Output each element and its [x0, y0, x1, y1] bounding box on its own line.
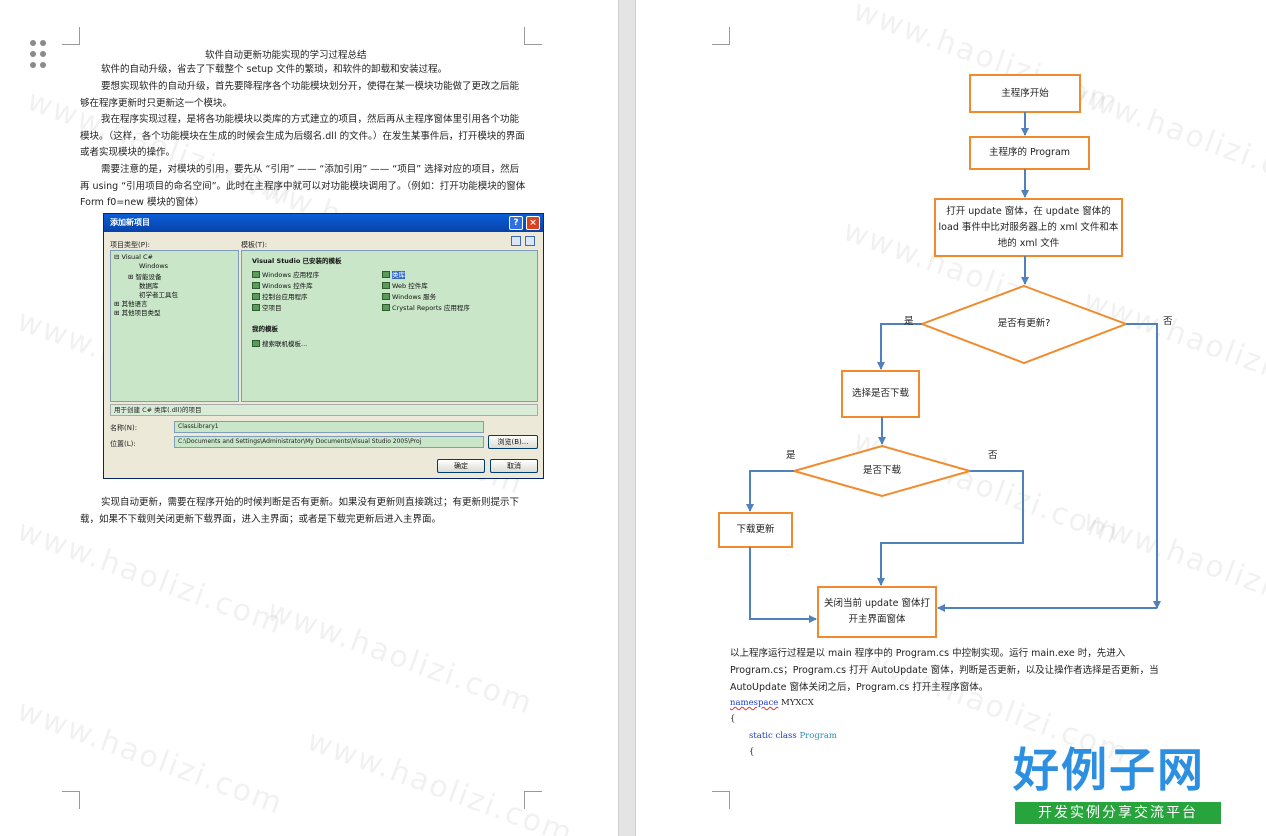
drag-handle-icon[interactable] — [30, 40, 48, 70]
name-label: 名称(N): — [110, 424, 138, 432]
crop-mark — [712, 791, 730, 809]
template-item[interactable]: Web 控件库 — [382, 280, 428, 290]
location-label: 位置(L): — [110, 440, 136, 448]
edge-label-no: 否 — [1163, 316, 1173, 327]
node-close-update-label: 关闭当前 update 窗体打开主界面窗体 — [823, 598, 930, 625]
node-is-download — [790, 444, 974, 498]
node-open-update — [934, 198, 1123, 257]
crop-mark — [524, 27, 542, 45]
installed-templates-header: Visual Studio 已安装的模板 — [252, 257, 342, 265]
node-start-label: 主程序开始 — [1001, 87, 1049, 99]
close-button[interactable]: × — [526, 216, 540, 230]
logo-text: 好例子网 — [1013, 743, 1205, 797]
templates-label: 模板(T): — [241, 241, 268, 249]
crop-mark — [62, 791, 80, 809]
code-line: static class Program — [749, 731, 837, 741]
template-item[interactable]: Windows 应用程序 — [252, 269, 319, 279]
code-keyword: namespace — [730, 698, 779, 708]
edge-no-close — [877, 470, 1024, 586]
edge-yes-download — [746, 470, 794, 512]
node-has-update — [919, 284, 1129, 365]
code-keyword: class — [775, 731, 797, 741]
list-view-icon[interactable] — [525, 236, 535, 246]
my-templates-header: 我的模板 — [252, 325, 278, 333]
help-button[interactable]: ? — [509, 216, 523, 230]
name-input[interactable]: ClassLibrary1 — [174, 421, 484, 433]
right-page: www.haolizi.com www.haolizi.com www.haol… — [636, 0, 1266, 836]
template-item-selected[interactable]: 类库 — [382, 269, 405, 279]
site-logo[interactable]: 好例子网 开发实例分享交流平台 — [1013, 742, 1223, 828]
watermark: www.haolizi.com — [12, 513, 289, 642]
template-item[interactable]: Crystal Reports 应用程序 — [382, 302, 470, 312]
paragraph: 以上程序运行过程是以 main 程序中的 Program.cs 中控制实现。运行… — [730, 648, 1159, 693]
paragraph: 软件的自动升级，省去了下载整个 setup 文件的繁琐，和软件的卸载和安装过程。 — [101, 64, 448, 75]
code-class-name: Program — [799, 731, 837, 741]
code-identifier: MYXCX — [781, 698, 814, 708]
paragraph: 我在程序实现过程，是将各功能模块以类库的方式建立的项目，然后再从主程序窗体里引用… — [80, 114, 525, 158]
cancel-button[interactable]: 取消 — [490, 459, 538, 473]
edge-yes-choose — [877, 323, 922, 370]
large-icons-view-icon[interactable] — [511, 236, 521, 246]
tree-item[interactable]: ⊞ 其他项目类型 — [114, 309, 161, 317]
edge-label-no: 否 — [988, 450, 998, 461]
watermark: www.haolizi.com — [302, 723, 579, 836]
node-is-download-label: 是否下载 — [862, 465, 901, 476]
dialog-titlebar: 添加新项目 ? × — [104, 214, 543, 232]
node-program-label: 主程序的 Program — [988, 147, 1071, 158]
node-choose-download-label: 选择是否下载 — [851, 388, 909, 399]
node-open-update-label: 打开 update 窗体，在 update 窗体的load 事件中比对服务器上的… — [938, 205, 1119, 249]
paragraph: 实现自动更新，需要在程序开始的时候判断是否有更新。如果没有更新则直接跳过；有更新… — [80, 497, 520, 525]
edge-download-close — [749, 547, 817, 623]
edge-label-yes: 是 — [904, 316, 914, 327]
tree-item[interactable]: Windows — [139, 262, 169, 270]
edge-no-right — [1126, 323, 1161, 609]
tree-item[interactable]: ⊞ 其他语言 — [114, 300, 148, 308]
document-title: 软件自动更新功能实现的学习过程总结 — [205, 50, 367, 61]
location-input[interactable]: C:\Documents and Settings\Administrator\… — [174, 436, 484, 448]
code-line: { — [749, 747, 755, 757]
tree-item[interactable]: ⊞ 智能设备 — [128, 273, 162, 281]
tree-item[interactable]: 初学者工具包 — [139, 291, 178, 299]
node-download-update — [718, 512, 793, 548]
code-line: { — [730, 714, 736, 724]
left-page: www.haolizi.com www.haolizi.com www.haol… — [0, 0, 618, 836]
watermark: www.haolizi.com — [12, 693, 289, 822]
node-program — [969, 136, 1090, 170]
paragraph: 要想实现软件的自动升级，首先要降程序各个功能模块划分开，使得在某一模块功能做了更… — [80, 81, 520, 109]
browse-button[interactable]: 浏览(B)... — [488, 435, 538, 449]
project-types-tree[interactable]: ⊟ Visual C# Windows ⊞ 智能设备 数据库 初学者工具包 ⊞ … — [110, 250, 239, 402]
templates-list[interactable]: Visual Studio 已安装的模板 Windows 应用程序 Window… — [241, 250, 538, 402]
crop-mark — [524, 791, 542, 809]
tree-item[interactable]: 数据库 — [139, 282, 159, 290]
template-item[interactable]: 控制台应用程序 — [252, 291, 308, 301]
code-line: namespace MYXCX — [730, 698, 814, 708]
add-new-item-dialog: 添加新项目 ? × 项目类型(P): 模板(T): ⊟ Visual C# Wi… — [103, 213, 544, 479]
flowchart — [718, 74, 1161, 638]
node-choose-download — [841, 370, 920, 418]
project-types-label: 项目类型(P): — [110, 241, 151, 249]
node-download-update-label: 下载更新 — [736, 524, 775, 535]
node-close-update — [817, 586, 937, 638]
crop-mark — [712, 27, 730, 45]
paragraph: 需要注意的是，对模块的引用，要先从 “引用” —— “添加引用” —— “项目”… — [80, 164, 526, 208]
edge-label-yes: 是 — [786, 450, 796, 461]
template-item[interactable]: 空项目 — [252, 302, 282, 312]
code-keyword: static — [749, 731, 773, 741]
node-has-update-label: 是否有更新? — [997, 318, 1051, 329]
page-gutter — [618, 0, 636, 836]
ok-button[interactable]: 确定 — [437, 459, 485, 473]
node-start — [969, 74, 1081, 113]
template-description: 用于创建 C# 类库(.dll)的项目 — [110, 404, 538, 416]
watermark: www.haolizi.com — [262, 593, 539, 722]
tree-item[interactable]: ⊟ Visual C# — [114, 253, 153, 261]
search-online-templates[interactable]: 搜索联机模板... — [252, 338, 307, 348]
template-item[interactable]: Windows 控件库 — [252, 280, 313, 290]
dialog-title: 添加新项目 — [110, 218, 150, 227]
template-item[interactable]: Windows 服务 — [382, 291, 436, 301]
logo-tagline: 开发实例分享交流平台 — [1015, 802, 1221, 824]
crop-mark — [62, 27, 80, 45]
